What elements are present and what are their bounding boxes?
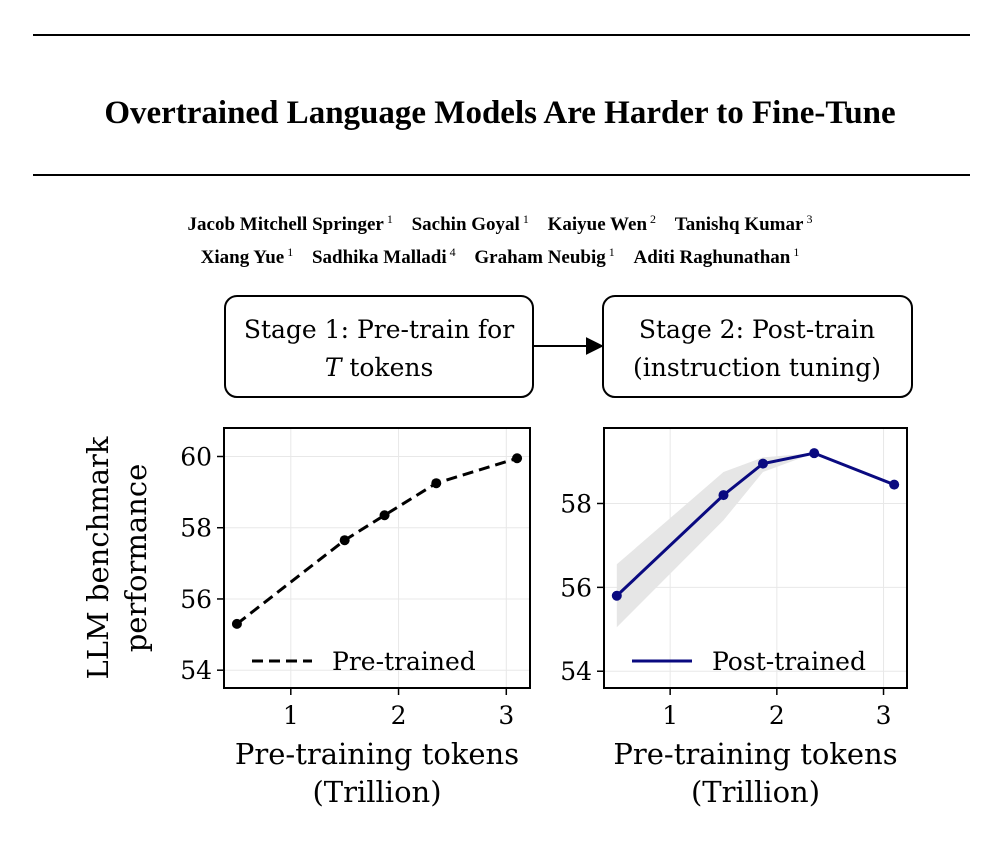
stage1-box: Stage 1: Pre-train for T tokens [224,295,534,398]
x-axis-label: Pre-training tokens [613,737,897,771]
stage1-line2: T tokens [325,353,434,382]
data-point [379,510,390,521]
bottom-rule [33,174,970,176]
data-point [512,453,523,464]
paper-title: Overtrained Language Models Are Harder t… [104,95,896,131]
axes-frame [603,427,908,689]
y-tick-label: 60 [180,442,212,471]
data-point [718,490,729,501]
x-tick-label: 1 [283,701,299,730]
confidence-band [616,453,895,628]
legend-label: Pre-trained [332,647,476,676]
x-tick-label: 1 [662,701,678,730]
axes-frame [223,427,531,689]
x-tick-label: 3 [876,701,892,730]
data-point [611,590,622,601]
x-axis-label: (Trillion) [312,775,441,809]
y-tick-label: 58 [560,489,592,518]
y-axis-label: LLM benchmark [81,436,115,679]
top-rule [33,34,970,36]
x-axis-label: (Trillion) [691,775,820,809]
data-point [431,478,442,489]
data-point [757,458,768,469]
legend-label: Post-trained [712,647,866,676]
stage1-line1: Stage 1: Pre-train for [244,315,514,344]
stage2-line2: (instruction tuning) [633,353,881,382]
y-tick-label: 56 [180,585,212,614]
x-tick-label: 3 [498,701,514,730]
stage2-box: Stage 2: Post-train (instruction tuning) [602,295,913,398]
data-point [231,618,242,629]
x-tick-label: 2 [391,701,407,730]
x-axis-label: Pre-training tokens [235,737,519,771]
y-tick-label: 58 [180,514,212,543]
y-tick-label: 54 [560,657,592,686]
data-point [889,479,900,490]
x-tick-label: 2 [769,701,785,730]
data-point [809,448,820,459]
y-axis-label: performance [119,464,153,653]
y-tick-label: 54 [180,656,212,685]
y-tick-label: 56 [560,573,592,602]
data-point [339,535,350,546]
stage2-line1: Stage 2: Post-train [639,315,875,344]
series-line [236,456,518,626]
